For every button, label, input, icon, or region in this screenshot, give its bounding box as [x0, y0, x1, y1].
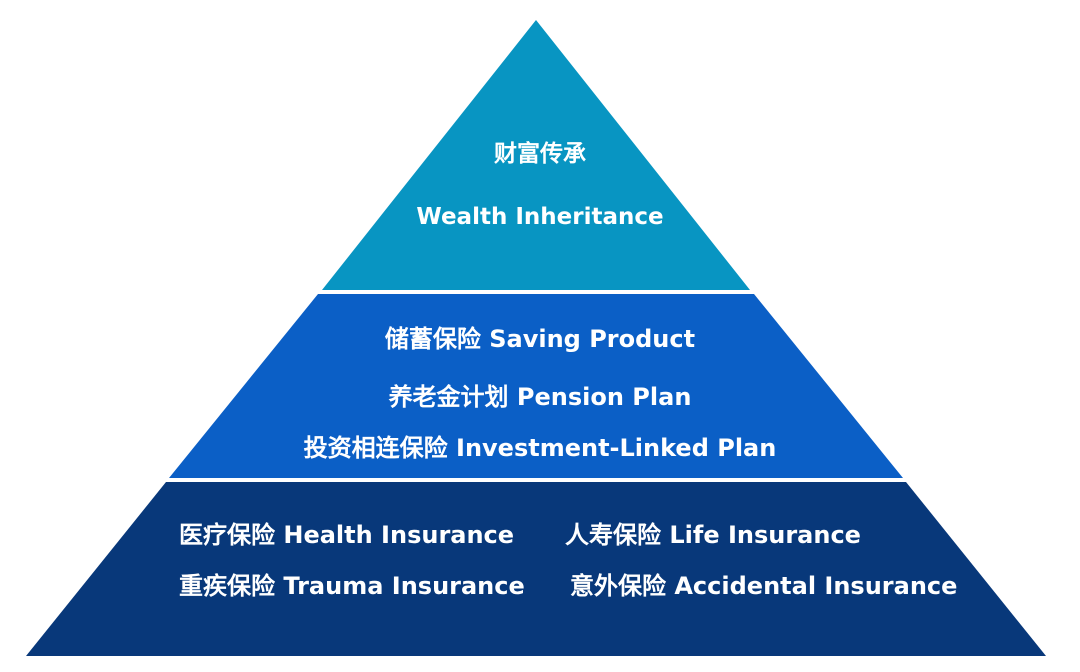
pyramid-tier-top	[322, 20, 750, 290]
tier-middle-item-investment: 投资相连保险 Investment-Linked Plan	[303, 434, 777, 462]
pyramid-tier-base	[26, 482, 1046, 656]
tier-base-item-trauma: 重疾保险 Trauma Insurance	[179, 572, 525, 600]
pyramid-tier-middle	[169, 294, 903, 478]
tier-base-item-life: 人寿保险 Life Insurance	[565, 521, 861, 549]
tier-middle-item-pension: 养老金计划 Pension Plan	[388, 383, 692, 411]
tier-base-item-accidental: 意外保险 Accidental Insurance	[570, 572, 958, 600]
tier-base-item-health: 医疗保险 Health Insurance	[179, 521, 515, 549]
tier-top-title-en: Wealth Inheritance	[416, 204, 664, 230]
tier-middle-item-saving: 储蓄保险 Saving Product	[384, 325, 696, 353]
tier-top-title-zh: 财富传承	[494, 141, 586, 167]
